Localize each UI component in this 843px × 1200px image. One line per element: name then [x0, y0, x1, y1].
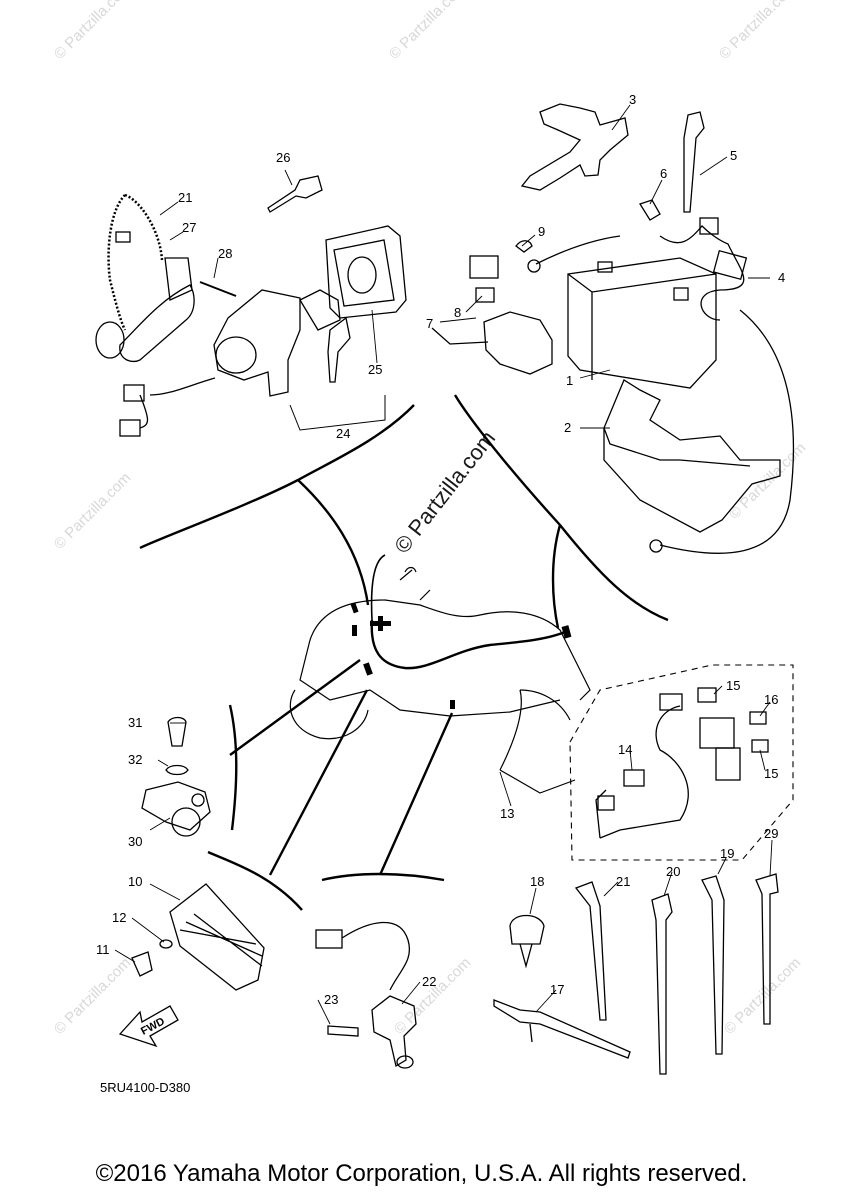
leader-lines [114, 104, 773, 1025]
callout-14: 14 [618, 742, 632, 757]
callout-29: 29 [764, 826, 778, 841]
callout-15a: 15 [726, 678, 740, 693]
motorcycle-heavy-lines [370, 554, 566, 670]
callout-5: 5 [730, 148, 737, 163]
callout-17: 17 [550, 982, 564, 997]
callout-21a: 21 [178, 190, 192, 205]
callout-9: 9 [538, 224, 545, 239]
harness-dashed-box [569, 664, 794, 861]
callout-25: 25 [368, 362, 382, 377]
motorcycle-outline [289, 566, 591, 740]
callout-6: 6 [660, 166, 667, 181]
watermark-top-mid: © Partzilla.com [386, 0, 469, 63]
callout-19: 19 [720, 846, 734, 861]
callout-24: 24 [336, 426, 350, 441]
callout-4: 4 [778, 270, 785, 285]
harness-leader [499, 689, 576, 794]
watermark-low-left: © Partzilla.com [51, 954, 134, 1037]
attachment-markers [350, 602, 572, 709]
watermark-mid-left: © Partzilla.com [51, 469, 134, 552]
callout-10: 10 [128, 874, 142, 889]
callout-28: 28 [218, 246, 232, 261]
callout-11: 11 [96, 942, 110, 957]
callout-12: 12 [112, 910, 126, 925]
callout-18: 18 [530, 874, 544, 889]
callout-15b: 15 [764, 766, 778, 781]
diagram-code: 5RU4100-D380 [100, 1080, 190, 1095]
callout-3: 3 [629, 92, 636, 107]
watermark-center: © Partzilla.com [389, 426, 500, 558]
watermark-mid-right: © Partzilla.com [726, 439, 809, 522]
callout-21b: 21 [616, 874, 630, 889]
callout-8: 8 [454, 305, 461, 320]
parts-line-art [95, 103, 795, 1075]
callout-30: 30 [128, 834, 142, 849]
parts-diagram: © Partzilla.com © Partzilla.com © Partzi… [51, 0, 809, 1095]
callout-26: 26 [276, 150, 290, 165]
callout-31: 31 [128, 715, 142, 730]
watermark-top-right: © Partzilla.com [716, 0, 799, 63]
watermark-top-left: © Partzilla.com [51, 0, 134, 63]
callout-16: 16 [764, 692, 778, 707]
callout-2: 2 [564, 420, 571, 435]
callout-32: 32 [128, 752, 142, 767]
group-brackets [139, 394, 669, 911]
copyright-notice: ©2016 Yamaha Motor Corporation, U.S.A. A… [95, 1160, 748, 1187]
callout-7: 7 [426, 316, 433, 331]
callout-20: 20 [666, 864, 680, 879]
callout-numbers: 1 2 3 4 5 6 7 8 9 10 11 12 13 14 15 15 1… [96, 92, 785, 1007]
callout-13: 13 [500, 806, 514, 821]
callout-22: 22 [422, 974, 436, 989]
callout-1: 1 [566, 373, 573, 388]
callout-27: 27 [182, 220, 196, 235]
callout-23: 23 [324, 992, 338, 1007]
